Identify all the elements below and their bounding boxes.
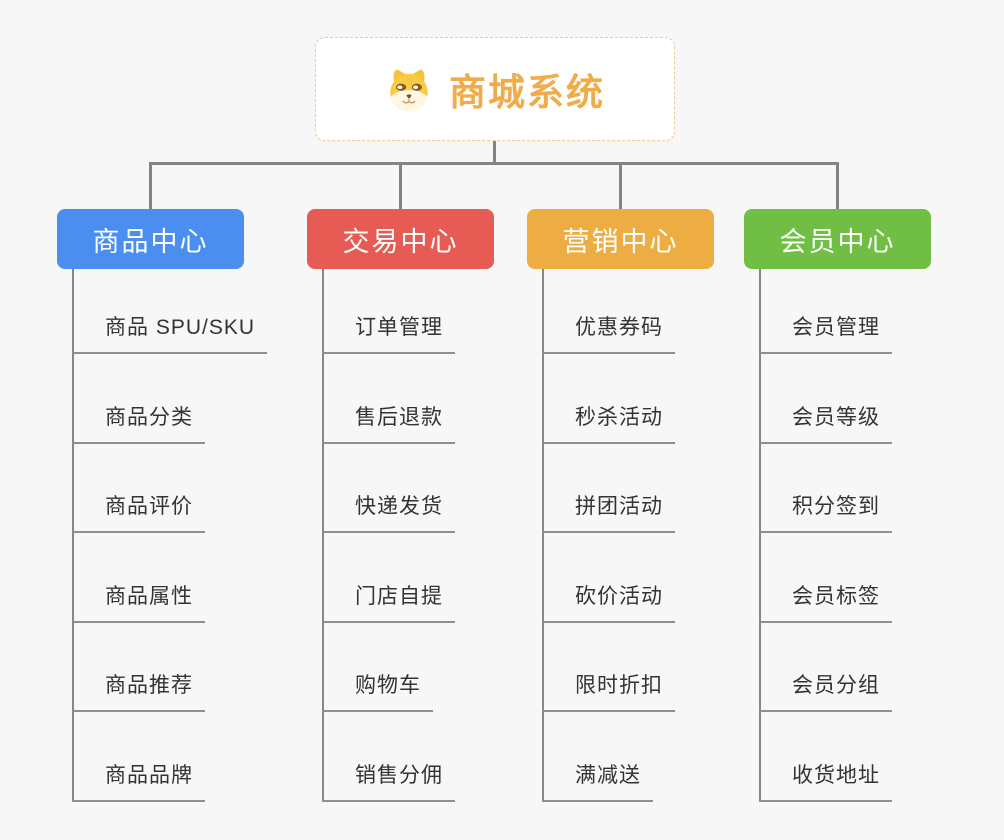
dog-face-icon <box>390 69 428 111</box>
connector-drop-trade <box>399 162 402 210</box>
branch-node-trade-center[interactable]: 交易中心 <box>307 209 494 269</box>
leaf-node[interactable]: 收货地址 <box>759 762 892 802</box>
leaf-node[interactable]: 会员管理 <box>759 314 892 354</box>
root-title: 商城系统 <box>449 72 605 113</box>
connector-drop-product <box>149 162 152 210</box>
branch-trunk-line <box>759 269 761 802</box>
branch-trunk-line <box>72 269 74 802</box>
connector-drop-member <box>836 162 839 210</box>
branch-node-member-center[interactable]: 会员中心 <box>744 209 931 269</box>
branch-trunk-line <box>542 269 544 802</box>
branch-member-center: 会员中心 会员管理 会员等级 积分签到 会员标签 会员分组 收货地址 <box>744 209 934 809</box>
leaf-node[interactable]: 商品属性 <box>72 583 205 623</box>
leaf-node[interactable]: 购物车 <box>322 672 433 712</box>
connector-root-stem <box>493 141 496 164</box>
branch-trunk-line <box>322 269 324 802</box>
leaf-node[interactable]: 积分签到 <box>759 493 892 533</box>
branch-marketing-center: 营销中心 优惠券码 秒杀活动 拼团活动 砍价活动 限时折扣 满减送 <box>527 209 717 809</box>
leaf-node[interactable]: 限时折扣 <box>542 672 675 712</box>
leaf-node[interactable]: 秒杀活动 <box>542 404 675 444</box>
leaf-node[interactable]: 拼团活动 <box>542 493 675 533</box>
branch-product-center: 商品中心 商品 SPU/SKU 商品分类 商品评价 商品属性 商品推荐 商品品牌 <box>57 209 268 809</box>
leaf-node[interactable]: 砍价活动 <box>542 583 675 623</box>
leaf-node[interactable]: 订单管理 <box>322 314 455 354</box>
leaf-node[interactable]: 快递发货 <box>322 493 455 533</box>
branch-node-marketing-center[interactable]: 营销中心 <box>527 209 714 269</box>
leaf-node[interactable]: 优惠券码 <box>542 314 675 354</box>
leaf-node[interactable]: 会员分组 <box>759 672 892 712</box>
leaf-node[interactable]: 门店自提 <box>322 583 455 623</box>
leaf-node[interactable]: 商品评价 <box>72 493 205 533</box>
leaf-node[interactable]: 满减送 <box>542 762 653 802</box>
leaf-node[interactable]: 会员等级 <box>759 404 892 444</box>
leaf-node[interactable]: 商品 SPU/SKU <box>72 314 268 354</box>
branch-trade-center: 交易中心 订单管理 售后退款 快递发货 门店自提 购物车 销售分佣 <box>307 209 497 809</box>
leaf-node[interactable]: 商品分类 <box>72 404 205 444</box>
connector-horizontal-bus <box>149 162 839 165</box>
leaf-node[interactable]: 销售分佣 <box>322 762 455 802</box>
root-node-mall-system[interactable]: 商城系统 <box>315 37 675 141</box>
leaf-node[interactable]: 会员标签 <box>759 583 892 623</box>
leaf-node[interactable]: 商品推荐 <box>72 672 205 712</box>
connector-drop-marketing <box>619 162 622 210</box>
leaf-node[interactable]: 售后退款 <box>322 404 455 444</box>
branch-node-product-center[interactable]: 商品中心 <box>57 209 244 269</box>
leaf-node[interactable]: 商品品牌 <box>72 762 205 802</box>
